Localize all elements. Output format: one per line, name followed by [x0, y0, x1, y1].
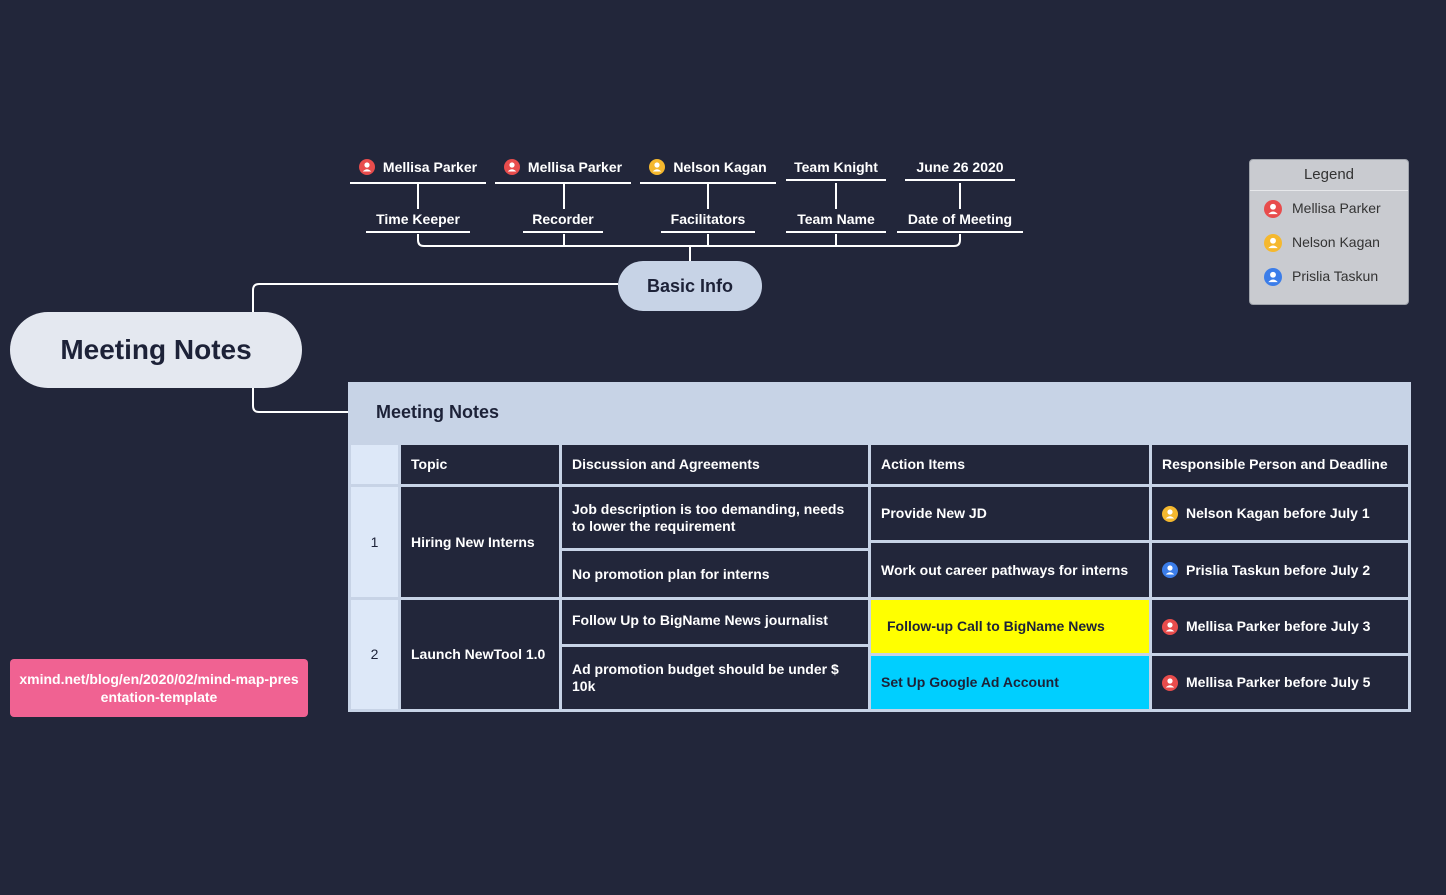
table-cell-discussion[interactable]: Follow Up to BigName News journalist: [559, 597, 871, 647]
topic-basic-info[interactable]: Basic Info: [618, 261, 762, 311]
blue-person-icon: [1162, 562, 1178, 578]
red-person-icon: [1162, 618, 1178, 635]
legend-item: Mellisa Parker: [1250, 191, 1408, 225]
table-cell-discussion[interactable]: Job description is too demanding, needs …: [559, 484, 871, 551]
value-date-of-meeting[interactable]: June 26 2020: [905, 159, 1015, 181]
table-cell-responsible[interactable]: Mellisa Parker before July 3: [1149, 597, 1411, 656]
table-cell-action-highlight-blue[interactable]: Set Up Google Ad Account: [868, 653, 1152, 712]
table-cell-discussion[interactable]: No promotion plan for interns: [559, 548, 871, 600]
table-row-topic[interactable]: Hiring New Interns: [398, 484, 562, 600]
red-person-icon: [1264, 200, 1282, 218]
table-cell-action-highlight-yellow[interactable]: Follow-up Call to BigName News: [868, 597, 1152, 656]
role-date-of-meeting[interactable]: Date of Meeting: [897, 211, 1023, 233]
table-row-index: 1: [348, 484, 401, 600]
table-header-index: [348, 442, 401, 487]
table-cell-action[interactable]: Work out career pathways for interns: [868, 540, 1152, 600]
table-header-topic: Topic: [398, 442, 562, 487]
role-recorder[interactable]: Recorder: [523, 211, 603, 233]
table-cell-responsible[interactable]: Mellisa Parker before July 5: [1149, 653, 1411, 712]
legend-panel[interactable]: Legend Mellisa Parker Nelson Kagan Prisl…: [1249, 159, 1409, 305]
red-person-icon: [503, 159, 520, 175]
table-cell-responsible[interactable]: Nelson Kagan before July 1: [1149, 484, 1411, 543]
table-cell-discussion[interactable]: Ad promotion budget should be under $ 10…: [559, 644, 871, 712]
table-header-action-items: Action Items: [868, 442, 1152, 487]
table-row-index: 2: [348, 597, 401, 712]
value-time-keeper[interactable]: Mellisa Parker: [350, 159, 486, 184]
central-topic-meeting-notes[interactable]: Meeting Notes: [10, 312, 302, 388]
value-recorder[interactable]: Mellisa Parker: [495, 159, 631, 184]
role-time-keeper[interactable]: Time Keeper: [366, 211, 470, 233]
table-header-responsible: Responsible Person and Deadline: [1149, 442, 1411, 487]
table-row-topic[interactable]: Launch NewTool 1.0: [398, 597, 562, 712]
value-facilitators[interactable]: Nelson Kagan: [640, 159, 776, 184]
red-person-icon: [358, 159, 375, 175]
value-team-name[interactable]: Team Knight: [786, 159, 886, 181]
legend-item: Prislia Taskun: [1250, 259, 1408, 293]
table-cell-action[interactable]: Provide New JD: [868, 484, 1152, 543]
legend-item: Nelson Kagan: [1250, 225, 1408, 259]
yellow-person-icon: [1264, 234, 1282, 252]
red-person-icon: [1162, 674, 1178, 691]
table-cell-responsible[interactable]: Prislia Taskun before July 2: [1149, 540, 1411, 600]
table-header-discussion: Discussion and Agreements: [559, 442, 871, 487]
yellow-person-icon: [649, 159, 666, 175]
role-team-name[interactable]: Team Name: [786, 211, 886, 233]
blue-person-icon: [1264, 268, 1282, 286]
yellow-person-icon: [1162, 505, 1178, 522]
role-facilitators[interactable]: Facilitators: [661, 211, 755, 233]
source-link-label[interactable]: xmind.net/blog/en/2020/02/mind-map-prese…: [10, 659, 308, 717]
table-title[interactable]: Meeting Notes: [348, 382, 1411, 442]
legend-title: Legend: [1250, 160, 1408, 191]
